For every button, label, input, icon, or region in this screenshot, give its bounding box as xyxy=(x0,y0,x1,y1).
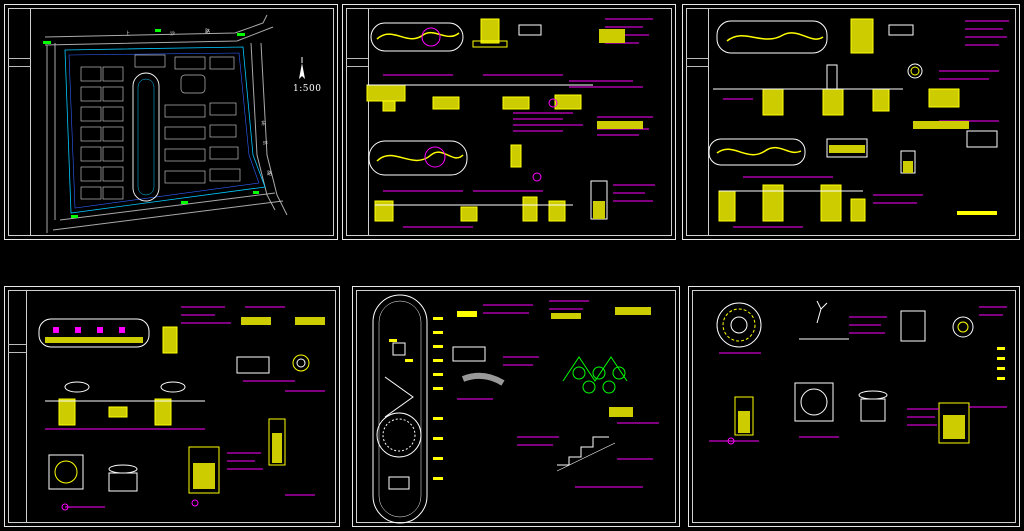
sheet-border xyxy=(8,290,336,523)
svg-text:路: 路 xyxy=(205,28,210,35)
sheet-border xyxy=(686,8,1016,236)
scale-label: 1:500 xyxy=(293,84,322,94)
sheet-border xyxy=(692,290,1016,523)
svg-text:东: 东 xyxy=(261,120,266,127)
sheet-border xyxy=(356,290,676,523)
title-block xyxy=(8,8,31,236)
detail-4-drawing xyxy=(38,306,325,511)
title-block xyxy=(346,8,369,236)
drawing-sheet-detail-2[interactable] xyxy=(342,4,676,240)
detail-5-drawing xyxy=(372,294,659,524)
title-block xyxy=(686,8,709,236)
site-plan-drawing: 上沙路 东环路 xyxy=(43,14,305,233)
drawing-sheet-site-plan[interactable]: 上沙路 东环路 1:500 xyxy=(4,4,338,240)
detail-2-drawing xyxy=(366,18,655,228)
sheet-border xyxy=(8,8,334,236)
sheet-border xyxy=(346,8,672,236)
drawing-sheet-detail-3[interactable] xyxy=(682,4,1020,240)
title-block xyxy=(8,290,27,523)
drawing-sheet-detail-5[interactable] xyxy=(352,286,680,527)
detail-6-drawing xyxy=(709,300,1007,445)
svg-text:上: 上 xyxy=(125,30,130,37)
svg-text:环: 环 xyxy=(263,141,268,147)
drawing-sheet-detail-6[interactable] xyxy=(688,286,1020,527)
detail-3-drawing xyxy=(708,18,1009,228)
svg-text:沙: 沙 xyxy=(170,31,175,37)
drawing-sheet-detail-4[interactable] xyxy=(4,286,340,527)
svg-text:路: 路 xyxy=(267,170,272,177)
